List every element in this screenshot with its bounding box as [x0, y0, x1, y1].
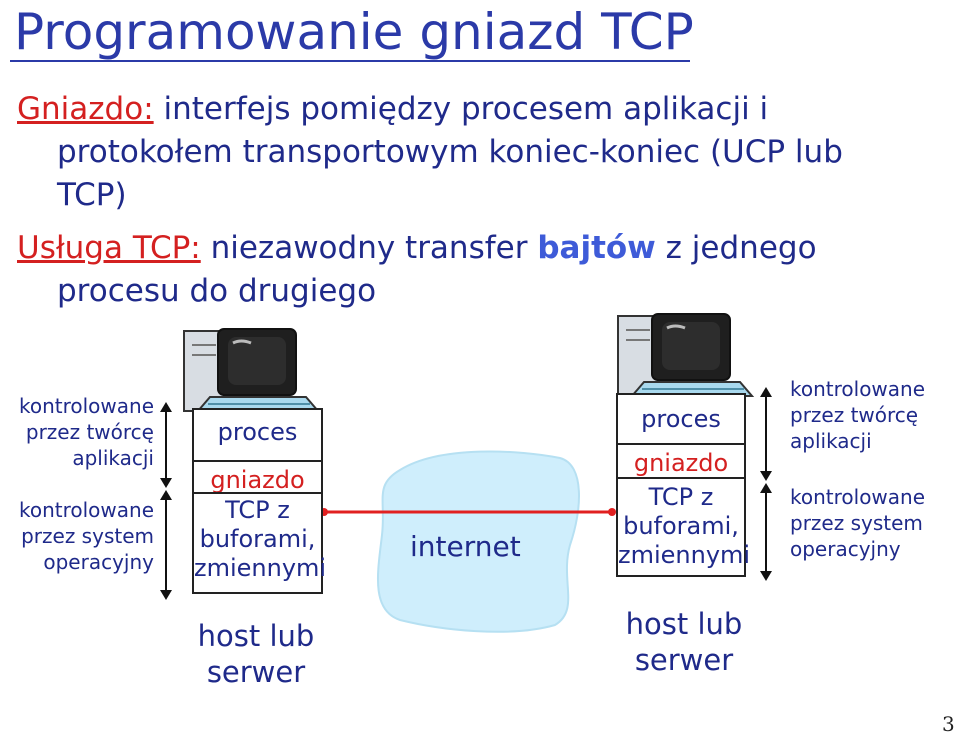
socket-label: gniazdo — [210, 466, 305, 494]
term-tcp-service: Usługa TCP: — [17, 230, 201, 266]
process-label: proces — [217, 418, 298, 446]
host-caption-left: host lub serwer — [176, 618, 336, 690]
right-brackets — [760, 387, 772, 581]
computer-icon — [617, 313, 755, 397]
host-right-stack: proces gniazdo TCP z buforami, zmiennymi — [616, 393, 751, 577]
caption-line: host lub — [625, 607, 743, 641]
left-label-os-controlled: kontrolowane przez system operacyjny — [0, 497, 154, 575]
right-label-app-controlled: kontrolowane przez twórcę aplikacji — [790, 376, 960, 454]
definition-socket-line3: TCP) — [57, 177, 127, 213]
tcp-line: zmiennymi — [194, 554, 327, 582]
host-left-stack: proces gniazdo TCP z buforami, zmiennymi — [192, 408, 327, 594]
process-label: proces — [641, 405, 721, 433]
definition-tcp-line1a: niezawodny transfer — [200, 230, 538, 266]
tcp-line: buforami, — [199, 525, 316, 553]
right-label-os-controlled: kontrolowane przez system operacyjny — [790, 484, 960, 562]
left-brackets — [160, 402, 172, 600]
label-line: kontrolowane — [790, 485, 926, 509]
label-line: aplikacji — [790, 429, 872, 453]
slide-title: Programowanie gniazd TCP — [14, 3, 694, 61]
label-line: przez twórcę — [790, 403, 919, 427]
label-line: przez system — [21, 524, 154, 548]
caption-line: serwer — [634, 643, 734, 677]
label-line: operacyjny — [790, 537, 901, 561]
definition-tcp-bold: bajtów — [537, 230, 656, 266]
term-socket: Gniazdo: — [17, 91, 154, 127]
definition-tcp-line2: procesu do drugiego — [57, 273, 377, 309]
label-line: kontrolowane — [18, 394, 154, 418]
tcp-line: TCP z — [648, 483, 714, 511]
layer-divider — [194, 460, 321, 462]
label-line: przez twórcę — [25, 420, 154, 444]
layer-divider — [194, 492, 321, 494]
left-label-app-controlled: kontrolowane przez twórcę aplikacji — [0, 393, 154, 471]
caption-line: host lub — [197, 619, 315, 653]
title-underline — [10, 60, 690, 62]
label-line: kontrolowane — [790, 377, 926, 401]
socket-label: gniazdo — [633, 449, 729, 477]
label-line: przez system — [790, 511, 923, 535]
label-line: kontrolowane — [18, 498, 154, 522]
computer-icon — [183, 328, 321, 412]
definition-tcp-line1b: z jednego — [655, 230, 817, 266]
label-line: aplikacji — [72, 446, 154, 470]
definition-socket-line1: interfejs pomiędzy procesem aplikacji i — [153, 91, 769, 127]
label-line: operacyjny — [43, 550, 154, 574]
host-caption-right: host lub serwer — [604, 606, 764, 678]
internet-label: internet — [410, 530, 521, 563]
tcp-line: TCP z — [225, 496, 290, 524]
definition-socket: Gniazdo: interfejs pomiędzy procesem apl… — [17, 88, 947, 217]
caption-line: serwer — [206, 655, 306, 689]
definition-tcp-service: Usługa TCP: niezawodny transfer bajtów z… — [17, 227, 947, 313]
page-number: 3 — [942, 712, 955, 736]
tcp-line: zmiennymi — [618, 541, 751, 569]
layer-divider — [618, 477, 744, 479]
internet-cloud — [377, 450, 580, 633]
definition-socket-line2: protokołem transportowym koniec-koniec (… — [57, 134, 843, 170]
connection-link — [320, 508, 616, 516]
tcp-line: buforami, — [623, 512, 739, 540]
layer-divider — [618, 443, 744, 445]
